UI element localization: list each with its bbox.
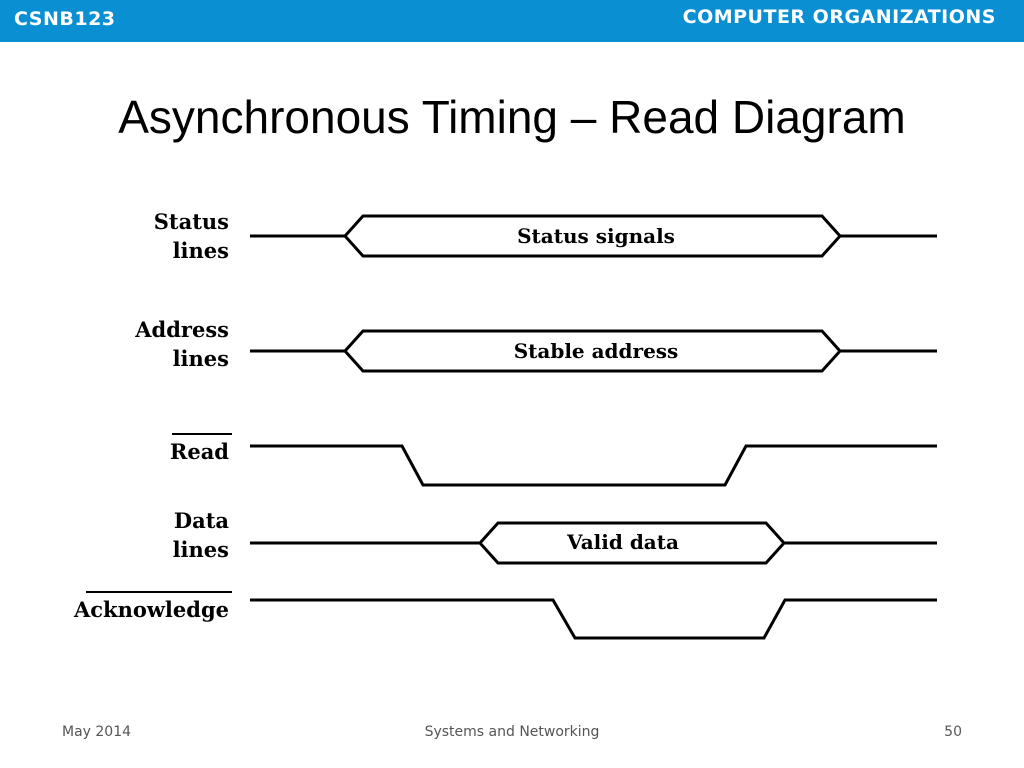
status-signal-waveform <box>250 214 937 258</box>
data-label-line1: Data <box>174 508 230 533</box>
status-label-line2: lines <box>173 238 229 263</box>
data-label-line2: lines <box>173 537 229 562</box>
header-bar: CSNB123 COMPUTER ORGANIZATIONS <box>0 0 1024 42</box>
read-label: Read <box>170 439 229 464</box>
footer-center-text: Systems and Networking <box>424 724 600 740</box>
address-label-line2: lines <box>173 346 229 371</box>
acknowledge-label: Acknowledge <box>73 597 229 622</box>
status-label-line1: Status <box>154 209 229 234</box>
course-title: COMPUTER ORGANIZATIONS <box>682 6 996 28</box>
data-bus-text: Valid data <box>566 530 679 554</box>
course-code: CSNB123 <box>14 8 116 30</box>
footer-date: May 2014 <box>62 724 132 740</box>
acknowledge-signal-waveform <box>250 598 937 640</box>
status-bus-text: Status signals <box>517 224 675 248</box>
page-number: 50 <box>944 724 962 740</box>
data-signal-waveform <box>250 521 937 565</box>
read-signal-waveform <box>250 444 937 487</box>
address-signal-waveform <box>250 329 937 373</box>
address-bus-text: Stable address <box>514 339 679 363</box>
address-label-line1: Address <box>134 317 229 342</box>
slide-title: Asynchronous Timing – Read Diagram <box>118 91 906 143</box>
